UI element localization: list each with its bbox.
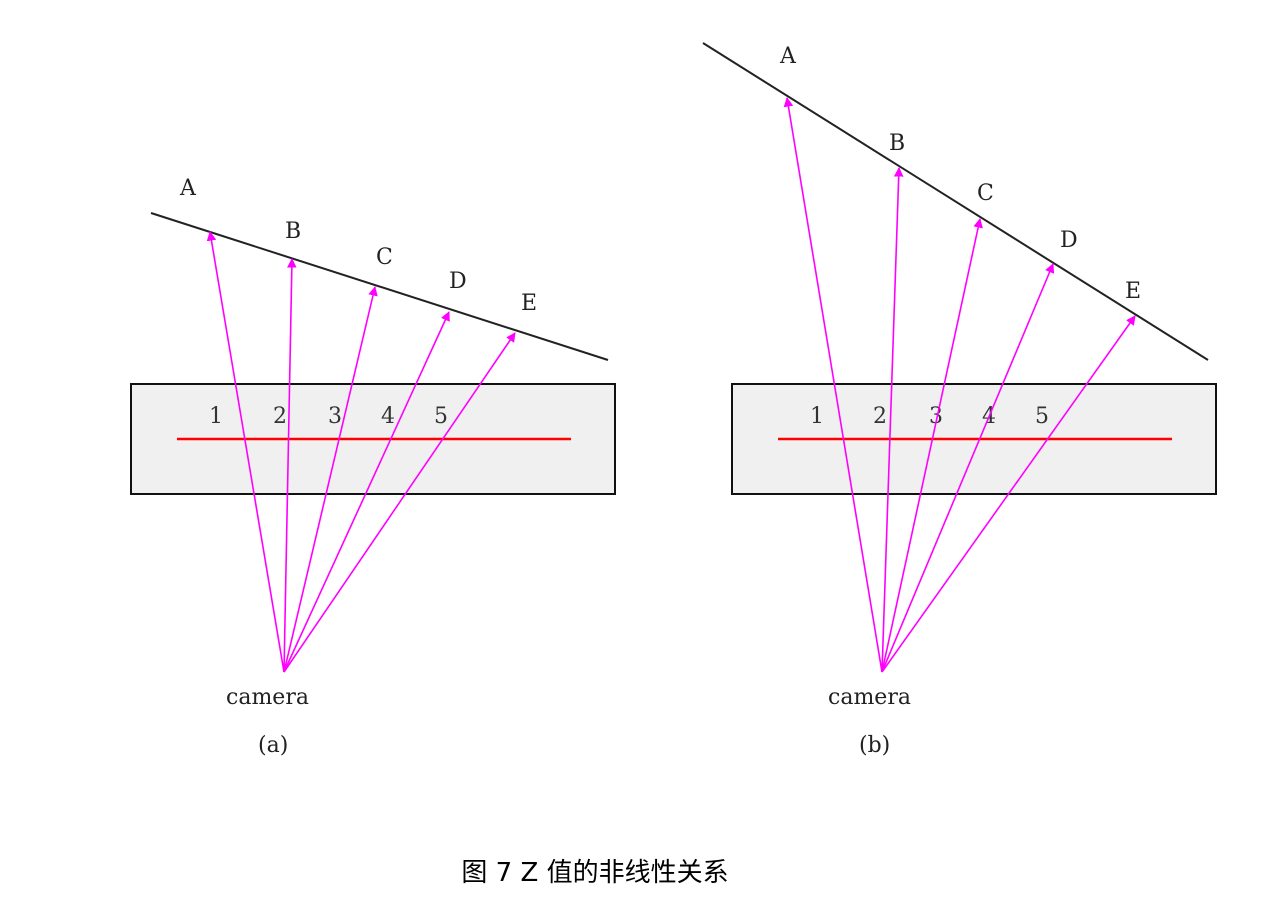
point-label-b-C: C: [977, 181, 994, 206]
point-label-a-D: D: [449, 269, 467, 294]
ray-a-D: [283, 311, 450, 673]
panel-label-a: (a): [258, 733, 288, 758]
ray-b-C: [881, 218, 983, 673]
ray-a-B: [283, 258, 297, 673]
point-label-a-E: E: [521, 291, 537, 316]
ray-b-A: [783, 97, 883, 673]
screen-number-b-1: 1: [810, 404, 824, 429]
panel-label-b: (b): [859, 733, 890, 758]
point-label-b-B: B: [889, 131, 905, 156]
ray-a-E: [283, 332, 516, 673]
screen-number-b-3: 3: [929, 404, 943, 429]
panel-a: 1 2 3 4 5 A B C D E camera (a): [130, 176, 616, 758]
screen-number-b-5: 5: [1035, 404, 1049, 429]
screen-number-a-5: 5: [434, 404, 448, 429]
point-label-b-D: D: [1060, 228, 1078, 253]
figure-caption: 图 7 Z 值的非线性关系: [461, 858, 729, 888]
ray-a-C: [283, 286, 378, 673]
point-label-b-E: E: [1125, 279, 1141, 304]
screen-number-a-4: 4: [381, 404, 395, 429]
ray-b-E: [881, 315, 1136, 673]
ray-b-D: [881, 263, 1055, 673]
point-label-a-A: A: [179, 176, 197, 201]
screen-number-b-2: 2: [873, 404, 887, 429]
ray-b-B: [881, 167, 904, 673]
point-label-a-B: B: [285, 219, 301, 244]
point-label-a-C: C: [376, 245, 393, 270]
screen-number-a-3: 3: [328, 404, 342, 429]
screen-number-a-1: 1: [209, 404, 223, 429]
ray-a-A: [206, 231, 285, 673]
screen-number-a-2: 2: [273, 404, 287, 429]
camera-label-b: camera: [828, 685, 911, 710]
object-line-b: [702, 42, 1209, 361]
camera-label-a: camera: [226, 685, 309, 710]
object-line-a: [150, 212, 609, 361]
panel-b: 1 2 3 4 5 A B C D E camera (b): [702, 42, 1217, 758]
point-label-b-A: A: [779, 44, 797, 69]
